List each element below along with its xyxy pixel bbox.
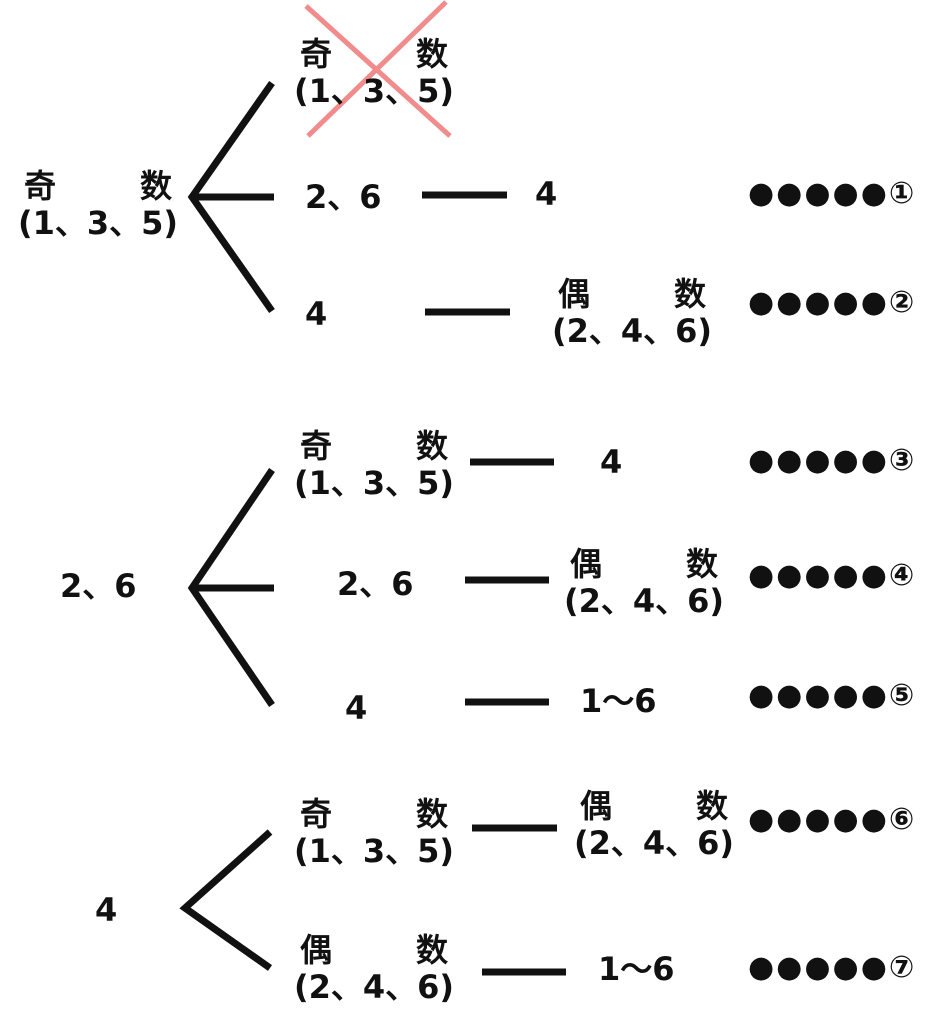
- outcome-1: ●●●●●①: [748, 176, 916, 211]
- node-even: 偶 数 (2、4、6): [566, 788, 742, 862]
- odd-label: 奇: [24, 167, 57, 205]
- node-four: 4: [535, 175, 558, 213]
- num-label: 数: [139, 167, 172, 205]
- num-label: 数: [685, 545, 718, 583]
- outcome-5: ●●●●●⑤: [748, 678, 916, 713]
- even-label: 偶: [558, 275, 591, 313]
- outcome-number: ④: [888, 558, 917, 593]
- num-label: 数: [415, 35, 448, 73]
- dots: ●●●●●: [748, 950, 889, 985]
- dots: ●●●●●: [748, 285, 889, 320]
- outcome-number: ①: [888, 176, 917, 211]
- odd-label: 奇: [300, 795, 333, 833]
- even-label: 偶: [580, 787, 613, 825]
- node-one-to-six: 1〜6: [598, 950, 675, 988]
- node-four: 4: [305, 295, 328, 333]
- num-label: 数: [673, 275, 706, 313]
- num-label: 数: [695, 787, 728, 825]
- even-label: 偶: [300, 931, 333, 969]
- num-label: 数: [415, 427, 448, 465]
- odd-set: (1、3、5): [293, 71, 455, 110]
- odd-set: (1、3、5): [293, 463, 455, 502]
- outcome-7: ●●●●●⑦: [748, 950, 916, 985]
- outcome-4: ●●●●●④: [748, 558, 916, 593]
- dots: ●●●●●: [748, 443, 889, 478]
- node-even: 偶 数 (2、4、6): [544, 276, 720, 350]
- root-odd: 奇 数 (1、3、5): [10, 168, 186, 242]
- even-set: (2、4、6): [551, 311, 713, 350]
- outcome-number: ③: [888, 443, 917, 478]
- tree3-branches: [179, 829, 273, 971]
- dots: ●●●●●: [748, 176, 889, 211]
- node-four: 4: [345, 689, 368, 727]
- node-four: 4: [600, 443, 623, 481]
- node-odd-crossed: 奇 数 (1、3、5): [286, 36, 462, 110]
- cross-out-mark: [304, 0, 452, 138]
- outcome-2: ●●●●●②: [748, 285, 916, 320]
- outcome-number: ⑦: [888, 950, 917, 985]
- outcome-number: ②: [888, 285, 917, 320]
- outcome-number: ⑥: [888, 802, 917, 837]
- node-two-six: 2、6: [337, 565, 414, 603]
- num-label: 数: [415, 795, 448, 833]
- num-label: 数: [415, 931, 448, 969]
- node-even: 偶 数 (2、4、6): [556, 546, 732, 620]
- even-set: (2、4、6): [563, 581, 725, 620]
- dots: ●●●●●: [748, 678, 889, 713]
- odd-set: (1、3、5): [17, 203, 179, 242]
- dots: ●●●●●: [748, 802, 889, 837]
- node-one-to-six: 1〜6: [580, 682, 657, 720]
- node-odd: 奇 数 (1、3、5): [286, 428, 462, 502]
- node-even: 偶 数 (2、4、6): [286, 932, 462, 1006]
- odd-label: 奇: [300, 35, 333, 73]
- even-set: (2、4、6): [293, 967, 455, 1006]
- node-odd: 奇 数 (1、3、5): [286, 796, 462, 870]
- node-two-six: 2、6: [305, 178, 382, 216]
- dots: ●●●●●: [748, 558, 889, 593]
- odd-set: (1、3、5): [293, 831, 455, 870]
- outcome-number: ⑤: [888, 678, 917, 713]
- even-set: (2、4、6): [573, 823, 735, 862]
- root-four: 4: [95, 891, 118, 929]
- root-two-six: 2、6: [60, 567, 137, 605]
- even-label: 偶: [570, 545, 603, 583]
- outcome-6: ●●●●●⑥: [748, 802, 916, 837]
- odd-label: 奇: [300, 427, 333, 465]
- outcome-3: ●●●●●③: [748, 443, 916, 478]
